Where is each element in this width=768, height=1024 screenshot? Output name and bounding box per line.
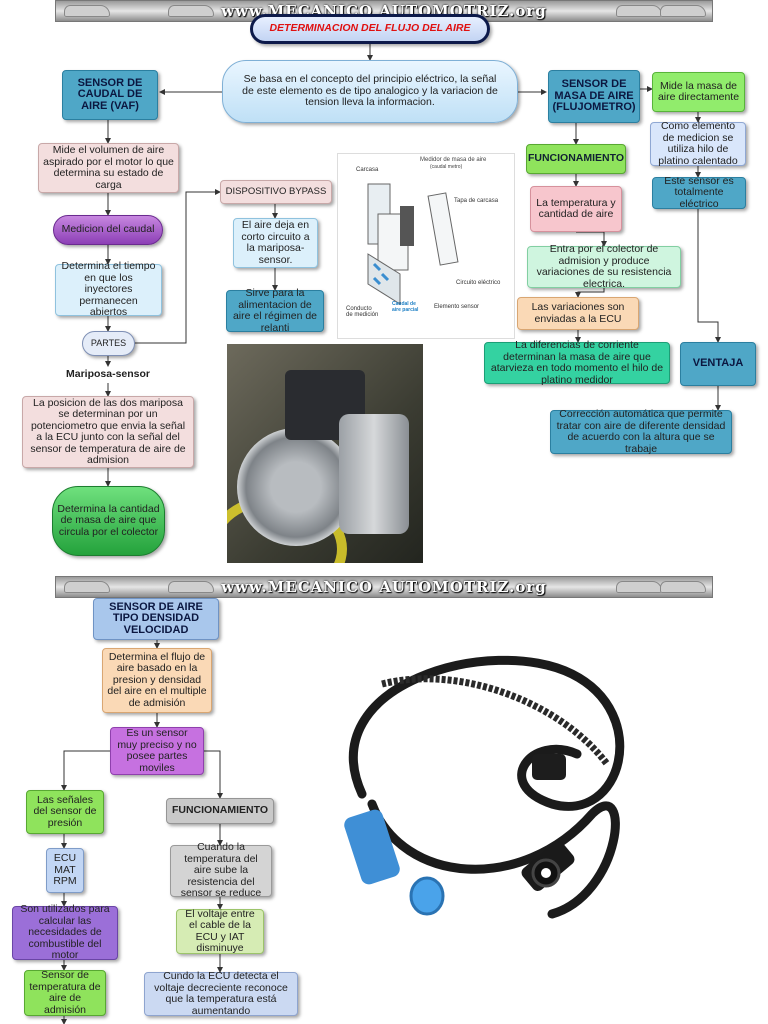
densidad-l3: Son utilizados para calcular las necesid…	[12, 904, 118, 961]
diagram-subtitle: (caudal metro)	[430, 164, 463, 170]
diagram-label-circuito: Circuito eléctrico	[456, 280, 501, 286]
densidad-n1: Determina el flujo de aire basado en la …	[102, 648, 212, 713]
densidad-header: SENSOR DE AIRE TIPO DENSIDAD VELOCIDAD	[93, 598, 219, 640]
maf-r1: Mide la masa de aire directamente	[652, 72, 745, 112]
mat-label: MAT	[54, 863, 76, 876]
banner-text: www.MECANICO AUTOMOTRIZ.org	[221, 578, 547, 596]
maf-funcionamiento: FUNCIONAMIENTO	[526, 144, 626, 174]
vaf-node-2: Medicion del caudal	[53, 215, 163, 245]
vaf-node-1: Mide el volumen de aire aspirado por el …	[38, 143, 179, 193]
densidad-l4: Sensor de temperatura de aire de admisió…	[24, 969, 106, 1016]
densidad-l2: ECU MAT RPM	[46, 848, 84, 893]
vaf-node-4: PARTES	[82, 331, 135, 356]
bypass-node-1: El aire deja en corto circuito a la mari…	[233, 218, 318, 268]
rpm-label: RPM	[53, 875, 77, 888]
bypass-header: DISPOSITIVO BYPASS	[220, 180, 332, 204]
densidad-f2: El voltaje entre el cable de la ECU y IA…	[176, 908, 264, 954]
diagram-label-carcasa: Carcasa	[356, 167, 379, 173]
densidad-l1: Las señales del sensor de presión	[26, 790, 104, 834]
ecu-label: ECU	[53, 852, 77, 865]
maf-v1: Corrección automática que permite tratar…	[550, 408, 732, 454]
maf-f3: Las variaciones son enviadas a la ECU	[517, 297, 639, 330]
car-icon	[168, 581, 214, 593]
maf-ventaja: VENTAJA	[680, 342, 756, 386]
vaf-header: SENSOR DE CAUDAL DE AIRE (VAF)	[62, 70, 158, 120]
car-icon	[64, 5, 110, 17]
maf-f2: Entra por el colector de admision y prod…	[527, 243, 681, 289]
densidad-n2: Es un sensor muy preciso y no posee part…	[110, 727, 204, 775]
maf-header: SENSOR DE MASA DE AIRE (FLUJOMETRO)	[548, 70, 640, 123]
vaf-node-5: Mariposa-sensor	[65, 367, 151, 380]
densidad-f1: Cuando la temperatura del aire sube la r…	[170, 842, 272, 899]
maf-f1: La temperatura y cantidad de aire	[530, 186, 622, 232]
bypass-node-2: Sirve para la alimentacion de aire el ré…	[226, 287, 324, 333]
middle-banner: www.MECANICO AUTOMOTRIZ.org	[55, 576, 713, 598]
car-icon	[660, 581, 706, 593]
sensor-cable-photo	[322, 644, 646, 954]
vaf-node-3: Determina el tiempo en que los inyectore…	[55, 261, 162, 318]
vaf-node-6: La posicion de las dos mariposa se deter…	[22, 396, 194, 468]
maf-photo	[227, 344, 423, 563]
diagram-label-conducto: Conducto de medición	[346, 306, 379, 318]
intro-node: Se basa en el concepto del principio elé…	[222, 60, 518, 123]
diagram-label-elemento: Elemento sensor	[434, 304, 480, 310]
diagram-title: Medidor de masa de aire	[420, 157, 487, 163]
page-title: DETERMINACION DEL FLUJO DEL AIRE	[250, 14, 490, 44]
maf-r2: Como elemento de medicion se utiliza hil…	[650, 120, 746, 166]
car-icon	[660, 5, 706, 17]
diagram-label-caudal: Caudal de aire parcial	[392, 301, 419, 313]
maf-f4: La diferencias de corriente determinan l…	[484, 339, 670, 385]
car-icon	[64, 581, 110, 593]
car-icon	[168, 5, 214, 17]
densidad-f3: Cundo la ECU detecta el voltaje decrecie…	[144, 970, 298, 1016]
maf-r3: Este sensor es totalmente eléctrico	[652, 175, 746, 210]
diagram-label-tapa: Tapa de carcasa	[454, 198, 499, 204]
maf-diagram: Medidor de masa de aire (caudal metro) C…	[337, 153, 515, 339]
vaf-node-7: Determina la cantidad de masa de aire qu…	[52, 486, 165, 556]
densidad-funcionamiento: FUNCIONAMIENTO	[166, 798, 274, 824]
